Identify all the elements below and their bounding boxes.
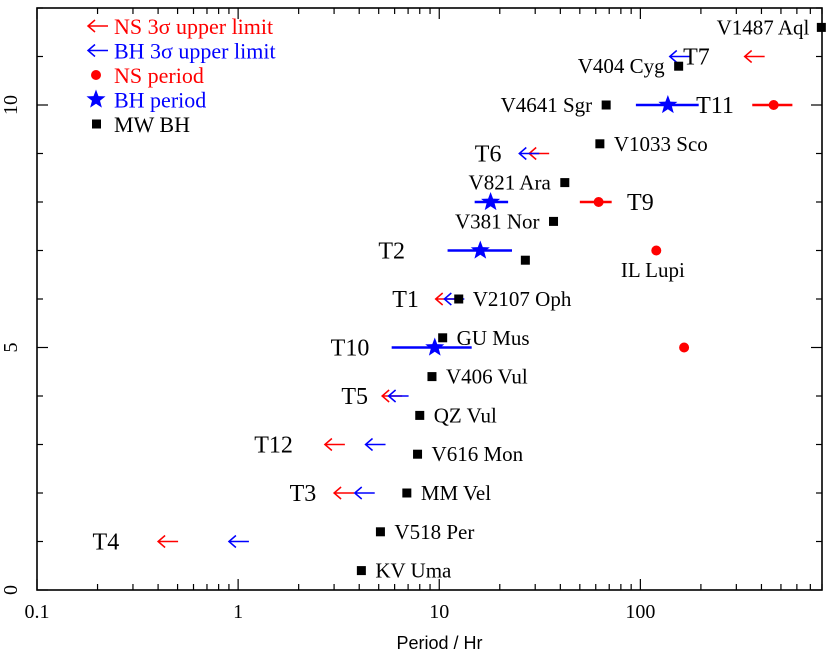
legend-arrow-marker (86, 43, 108, 58)
target-label: T11 (696, 93, 734, 119)
x-tick-label: 100 (625, 601, 655, 623)
x-tick-label: 10 (429, 601, 449, 623)
x-tick-label: 1 (233, 601, 243, 623)
target-label: T3 (290, 481, 317, 507)
mw-bh-point (549, 216, 559, 226)
mw-bh-label: V1033 Sco (614, 132, 708, 156)
mw-bh-label: V404 Cyg (578, 54, 665, 78)
mw-bh-point (356, 566, 366, 576)
bh-period-star (470, 240, 490, 259)
ns-period-point (768, 100, 779, 110)
mw-bh-point (560, 178, 570, 188)
target-label: T9 (627, 190, 654, 216)
target-label: T7 (683, 45, 710, 71)
mw-bh-label: MM Vel (421, 481, 491, 505)
mw-bh-label: IL Lupi (621, 258, 685, 282)
bh-period-star (658, 95, 678, 114)
mw-bh-label: QZ Vul (434, 403, 497, 427)
mw-bh-point (601, 100, 611, 110)
legend-label: BH period (114, 88, 206, 113)
mw-bh-label: GU Mus (457, 326, 530, 350)
bh-upper-limit-arrow (227, 534, 249, 549)
legend-label: NS 3σ upper limit (114, 14, 273, 39)
legend-square-marker (92, 119, 101, 129)
target-label: T2 (378, 239, 405, 265)
bh-period-star (481, 192, 501, 211)
x-tick-label: 0.1 (25, 601, 50, 623)
legend-label: NS period (114, 63, 204, 88)
bh-upper-limit-arrow (364, 437, 386, 452)
y-tick-label: 5 (0, 343, 22, 353)
target-label: T6 (475, 142, 502, 168)
ns-upper-limit-arrow (743, 49, 765, 64)
target-label: T4 (93, 530, 120, 556)
mw-bh-label: V4641 Sgr (501, 93, 593, 117)
bh-upper-limit-arrow (353, 486, 375, 500)
ns-period-point (651, 245, 662, 256)
mw-bh-label: V821 Ara (469, 171, 552, 195)
mw-bh-point (595, 139, 605, 149)
legend-label: MW BH (114, 112, 190, 137)
ns-period-point (679, 342, 690, 353)
x-axis-label: Period / Hr (396, 633, 482, 653)
mw-bh-label: V616 Mon (432, 442, 524, 466)
mw-bh-point (454, 294, 464, 304)
ns-upper-limit-arrow (332, 486, 355, 500)
legend-arrow-marker (86, 19, 108, 33)
mw-bh-point (402, 488, 412, 498)
y-tick-label: 10 (0, 95, 22, 115)
mw-bh-label: V1487 Aql (717, 15, 810, 39)
bh-upper-limit-arrow (668, 49, 690, 64)
target-label: T1 (392, 287, 419, 313)
bh-period-star (425, 337, 445, 356)
target-label: T10 (331, 336, 370, 362)
target-label: T5 (341, 384, 368, 410)
mw-bh-point (520, 255, 530, 265)
ns-upper-limit-arrow (156, 534, 179, 549)
mw-bh-label: V406 Vul (446, 365, 528, 389)
legend-circle-marker (91, 70, 101, 80)
mw-bh-point (438, 333, 448, 343)
y-tick-label: 0 (0, 585, 22, 595)
legend-label: BH 3σ upper limit (114, 39, 276, 64)
mw-bh-label: V518 Per (394, 520, 474, 544)
bh-upper-limit-arrow (387, 389, 409, 403)
mw-bh-point (674, 61, 684, 71)
mw-bh-point (413, 449, 423, 459)
bh-upper-limit-arrow (518, 146, 540, 161)
mw-bh-point (375, 527, 385, 537)
mw-bh-point (816, 22, 826, 32)
mw-bh-point (415, 410, 425, 420)
ns-period-point (593, 197, 604, 207)
ns-upper-limit-arrow (323, 437, 345, 452)
mw-bh-label: V2107 Oph (473, 287, 572, 311)
mw-bh-label: KV Uma (375, 559, 452, 583)
mw-bh-point (427, 372, 437, 382)
legend-star-marker (86, 89, 106, 108)
mw-bh-label: V381 Nor (455, 209, 540, 233)
target-label: T12 (254, 433, 293, 459)
